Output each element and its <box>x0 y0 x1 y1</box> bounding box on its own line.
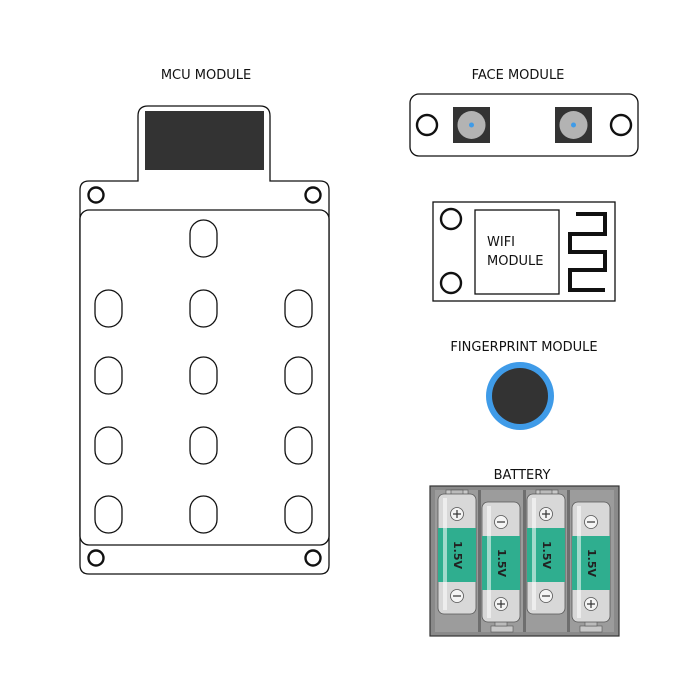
mounting-hole-icon <box>87 549 105 567</box>
fingerprint-module: FINGERPRINT MODULE <box>450 340 598 430</box>
mounting-hole-icon <box>609 113 633 137</box>
keypad-key[interactable] <box>189 495 218 534</box>
keypad-key[interactable] <box>284 356 313 395</box>
keypad-key[interactable] <box>189 426 218 465</box>
battery-label: BATTERY <box>494 468 551 483</box>
wifi-label-line2: MODULE <box>487 254 543 269</box>
battery-voltage-label: 1.5V <box>540 541 553 569</box>
keypad-key[interactable] <box>189 356 218 395</box>
keypad-key[interactable] <box>284 495 313 534</box>
circular-sensor-icon[interactable] <box>492 368 548 424</box>
battery-cell: 1.5V <box>526 489 566 615</box>
keypad-key[interactable] <box>284 289 313 328</box>
battery-cell: 1.5V <box>437 489 477 615</box>
camera-lens-icon <box>453 107 490 143</box>
mounting-hole-icon <box>304 186 322 204</box>
keypad-key[interactable] <box>284 426 313 465</box>
battery-cell: 1.5V <box>571 501 611 627</box>
fingerprint-module-label: FINGERPRINT MODULE <box>450 340 597 355</box>
keypad-key[interactable] <box>94 495 123 534</box>
battery-cell: 1.5V <box>481 501 521 627</box>
mounting-hole-icon <box>87 186 105 204</box>
mcu-module-label: MCU MODULE <box>161 68 251 83</box>
face-module-label: FACE MODULE <box>472 68 565 83</box>
mounting-hole-icon <box>439 207 463 231</box>
battery-pack: BATTERY 1.5V 1.5V 1.5V 1.5V <box>429 468 620 637</box>
mounting-hole-icon <box>415 113 439 137</box>
face-module: FACE MODULE <box>409 68 639 157</box>
keypad-key[interactable] <box>189 219 218 258</box>
wifi-label-line1: WIFI <box>487 235 515 250</box>
battery-voltage-label: 1.5V <box>451 541 464 569</box>
face-board <box>409 93 639 157</box>
keypad-key[interactable] <box>94 289 123 328</box>
wifi-chip <box>474 209 560 295</box>
meander-antenna-icon <box>568 212 607 292</box>
keypad-key[interactable] <box>189 289 218 328</box>
wifi-module: WIFI MODULE <box>432 201 616 302</box>
battery-voltage-label: 1.5V <box>495 549 508 577</box>
battery-voltage-label: 1.5V <box>585 549 598 577</box>
mcu-module: MCU MODULE <box>79 68 330 575</box>
mounting-hole-icon <box>439 271 463 295</box>
keypad-key[interactable] <box>94 426 123 465</box>
keypad-key[interactable] <box>94 356 123 395</box>
mcu-display <box>145 111 264 170</box>
camera-lens-icon <box>555 107 592 143</box>
mounting-hole-icon <box>304 549 322 567</box>
